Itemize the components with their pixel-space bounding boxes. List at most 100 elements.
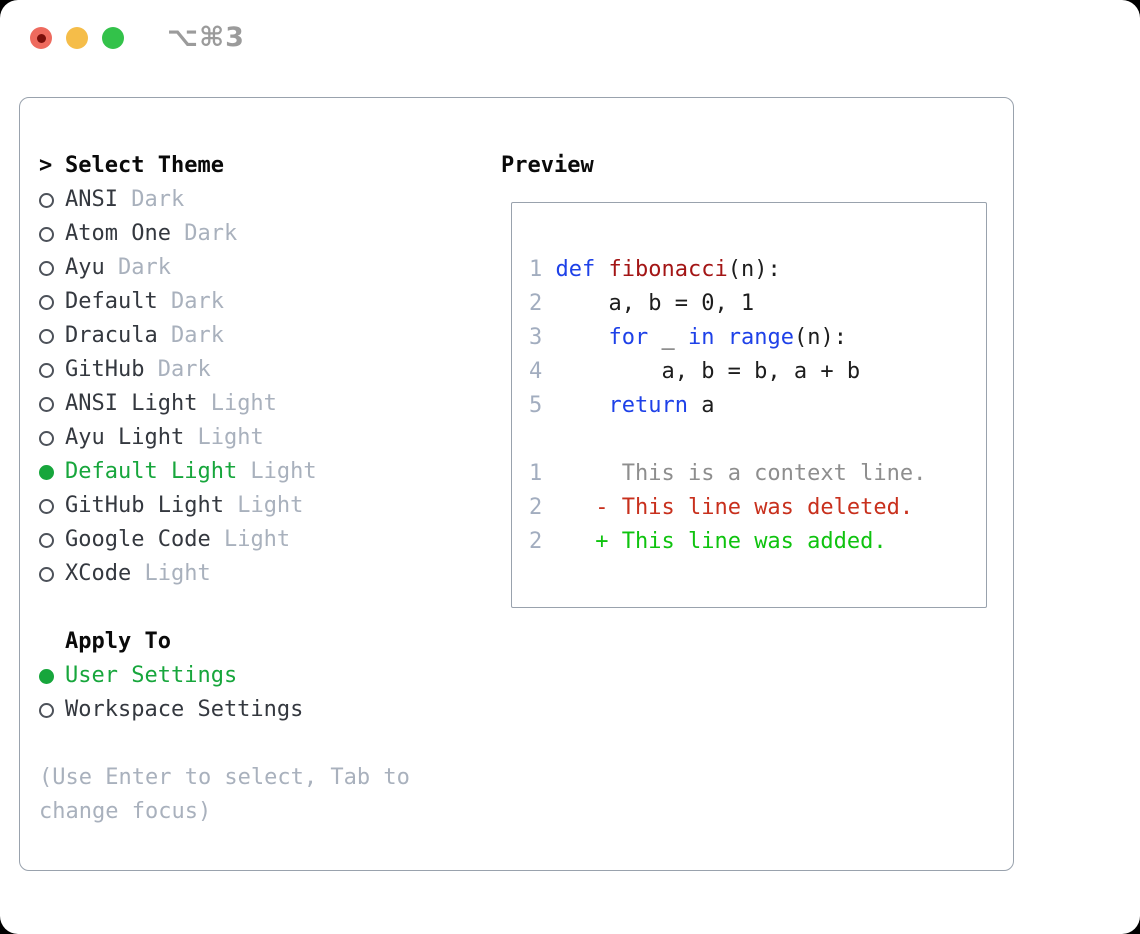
radio-selected-icon <box>39 668 54 684</box>
zoom-button[interactable] <box>102 27 124 49</box>
theme-option-xcode[interactable]: XCode Light <box>39 557 469 591</box>
code-segment-kw: range <box>727 325 794 350</box>
preview-title: Preview <box>501 153 594 178</box>
theme-option-github-light[interactable]: GitHub Light Light <box>39 489 469 523</box>
radio-icon <box>39 260 65 276</box>
radio-selected-icon <box>39 464 65 480</box>
line-number: 1 <box>529 461 543 486</box>
radio-icon <box>39 362 54 378</box>
code-segment-plain: a <box>687 393 715 418</box>
window-shortcut-label: ⌥⌘3 <box>167 22 245 53</box>
theme-variant-label: Light <box>131 561 211 586</box>
code-line: 5 return a <box>529 389 926 423</box>
theme-variant-label: Light <box>210 527 291 552</box>
code-line: 1 def fibonacci(n): <box>529 253 926 287</box>
line-number: 1 <box>529 257 543 282</box>
radio-icon <box>39 328 54 344</box>
radio-icon <box>39 294 54 310</box>
code-segment-plain <box>714 325 727 350</box>
code-segment-plain: a, b = b, a + b <box>555 359 861 384</box>
select-theme-title: Select Theme <box>65 153 224 178</box>
theme-option-ansi-light[interactable]: ANSI Light Light <box>39 387 469 421</box>
theme-option-github[interactable]: GitHub Dark <box>39 353 469 387</box>
line-number: 3 <box>529 325 543 350</box>
close-button[interactable] <box>30 27 52 49</box>
theme-option-ayu-light[interactable]: Ayu Light Light <box>39 421 469 455</box>
apply-to-header: Apply To <box>39 625 469 659</box>
radio-icon <box>39 566 54 582</box>
theme-option-ansi[interactable]: ANSI Dark <box>39 183 469 217</box>
code-segment-kw: def <box>555 257 596 282</box>
theme-variant-label: Dark <box>104 255 171 280</box>
title-bar: ⌥⌘3 <box>0 0 1140 76</box>
radio-icon <box>39 362 65 378</box>
apply-option-user-settings[interactable]: User Settings <box>39 659 469 693</box>
theme-option-label: ANSI <box>65 187 118 212</box>
code-segment-plain: (n): <box>793 325 847 350</box>
radio-icon <box>39 192 65 208</box>
radio-selected-icon <box>39 464 54 480</box>
theme-option-label: GitHub <box>65 357 145 382</box>
code-segment-plain <box>556 325 609 350</box>
minimize-button[interactable] <box>66 27 88 49</box>
apply-option-workspace-settings[interactable]: Workspace Settings <box>39 693 469 727</box>
theme-option-ayu[interactable]: Ayu Dark <box>39 251 469 285</box>
radio-icon <box>39 396 65 412</box>
code-segment-plain <box>556 461 622 486</box>
radio-icon <box>39 498 54 514</box>
line-number: 2 <box>529 529 543 554</box>
code-segment-plain <box>556 529 596 554</box>
apply-to-title: Apply To <box>65 629 171 654</box>
theme-variant-label: Light <box>184 425 264 450</box>
code-line: 2 a, b = 0, 1 <box>529 287 926 321</box>
code-segment-plain <box>556 495 596 520</box>
code-segment-plain: _ <box>648 325 688 350</box>
radio-icon <box>39 702 54 718</box>
code-line: 2 - This line was deleted. <box>529 491 926 525</box>
theme-option-google-code[interactable]: Google Code Light <box>39 523 469 557</box>
theme-option-default-light[interactable]: Default Light Light <box>39 455 469 489</box>
theme-option-label: Dracula <box>65 323 158 348</box>
code-segment-ctx: This is a context line. <box>621 461 927 486</box>
radio-icon <box>39 532 65 548</box>
theme-variant-label: Dark <box>144 357 211 382</box>
radio-icon <box>39 328 65 344</box>
radio-icon <box>39 430 54 446</box>
theme-option-label: Google Code <box>65 527 211 552</box>
select-theme-header: > Select Theme <box>39 149 469 183</box>
theme-option-label: Atom One <box>65 221 171 246</box>
line-number: 2 <box>529 495 543 520</box>
theme-option-atom-one[interactable]: Atom One Dark <box>39 217 469 251</box>
code-segment-plain <box>595 257 608 282</box>
radio-icon <box>39 294 65 310</box>
code-line <box>529 423 926 457</box>
theme-option-label: Default Light <box>65 459 238 484</box>
theme-variant-label: Dark <box>157 323 224 348</box>
theme-variant-label: Light <box>237 459 317 484</box>
prompt-caret-icon: > <box>39 153 53 178</box>
radio-icon <box>39 192 54 208</box>
apply-option-label: User Settings <box>65 663 238 688</box>
theme-variant-label: Light <box>197 391 277 416</box>
code-segment-add: + This line was added. <box>595 529 887 554</box>
code-segment-kw: in <box>687 325 715 350</box>
theme-variant-label: Dark <box>157 289 224 314</box>
apply-option-label: Workspace Settings <box>65 697 304 722</box>
line-number: 5 <box>529 393 543 418</box>
theme-variant-label: Light <box>223 493 304 518</box>
theme-option-label: Ayu <box>65 255 105 280</box>
code-line: 1 This is a context line. <box>529 457 926 491</box>
spacer <box>39 727 469 761</box>
theme-option-default[interactable]: Default Dark <box>39 285 469 319</box>
theme-option-label: ANSI Light <box>65 391 198 416</box>
theme-variant-label: Dark <box>170 221 238 246</box>
radio-icon <box>39 566 65 582</box>
theme-option-dracula[interactable]: Dracula Dark <box>39 319 469 353</box>
code-segment-kw: return <box>608 393 688 418</box>
keyboard-hint: (Use Enter to select, Tab to change focu… <box>39 765 410 824</box>
theme-option-label: XCode <box>65 561 132 586</box>
